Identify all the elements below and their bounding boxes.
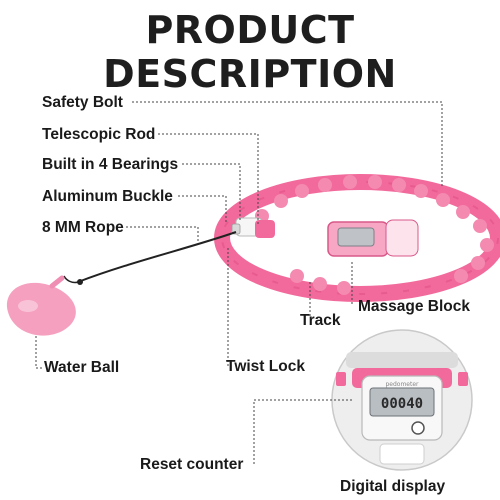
label-aluminum-buckle: Aluminum Buckle [42, 188, 173, 205]
leader-bearings [182, 163, 241, 222]
counter-housing [327, 219, 419, 257]
page-title: PRODUCT DESCRIPTION [103, 8, 397, 96]
hoop-ring [214, 174, 500, 302]
counter-reading: 00040 [381, 396, 423, 412]
label-bearings: Built in 4 Bearings [42, 156, 179, 173]
leader-safety-bolt [132, 101, 443, 186]
leader-reset-counter [253, 399, 352, 464]
leader-water-ball [35, 336, 42, 369]
label-massage-block: Massage Block [358, 298, 470, 315]
massage-nubs [255, 175, 494, 295]
label-safety-bolt: Safety Bolt [42, 94, 123, 111]
label-twist-lock: Twist Lock [226, 358, 305, 375]
leader-aluminum-buckle [178, 195, 227, 222]
buckle-junction [231, 217, 275, 238]
label-water-ball: Water Ball [44, 359, 120, 376]
rope [77, 231, 237, 283]
leader-rope [126, 226, 199, 242]
leader-telescopic-rod [158, 133, 259, 224]
label-digital-display: Digital display [340, 478, 446, 495]
label-reset-counter: Reset counter [140, 456, 244, 473]
pedometer-brand: pedometer [385, 381, 419, 388]
leader-lines [35, 101, 443, 464]
digital-display-inset [331, 329, 473, 471]
label-track: Track [300, 312, 341, 329]
water-ball [6, 275, 76, 336]
label-rope: 8 MM Rope [42, 219, 124, 236]
label-telescopic-rod: Telescopic Rod [42, 126, 156, 143]
